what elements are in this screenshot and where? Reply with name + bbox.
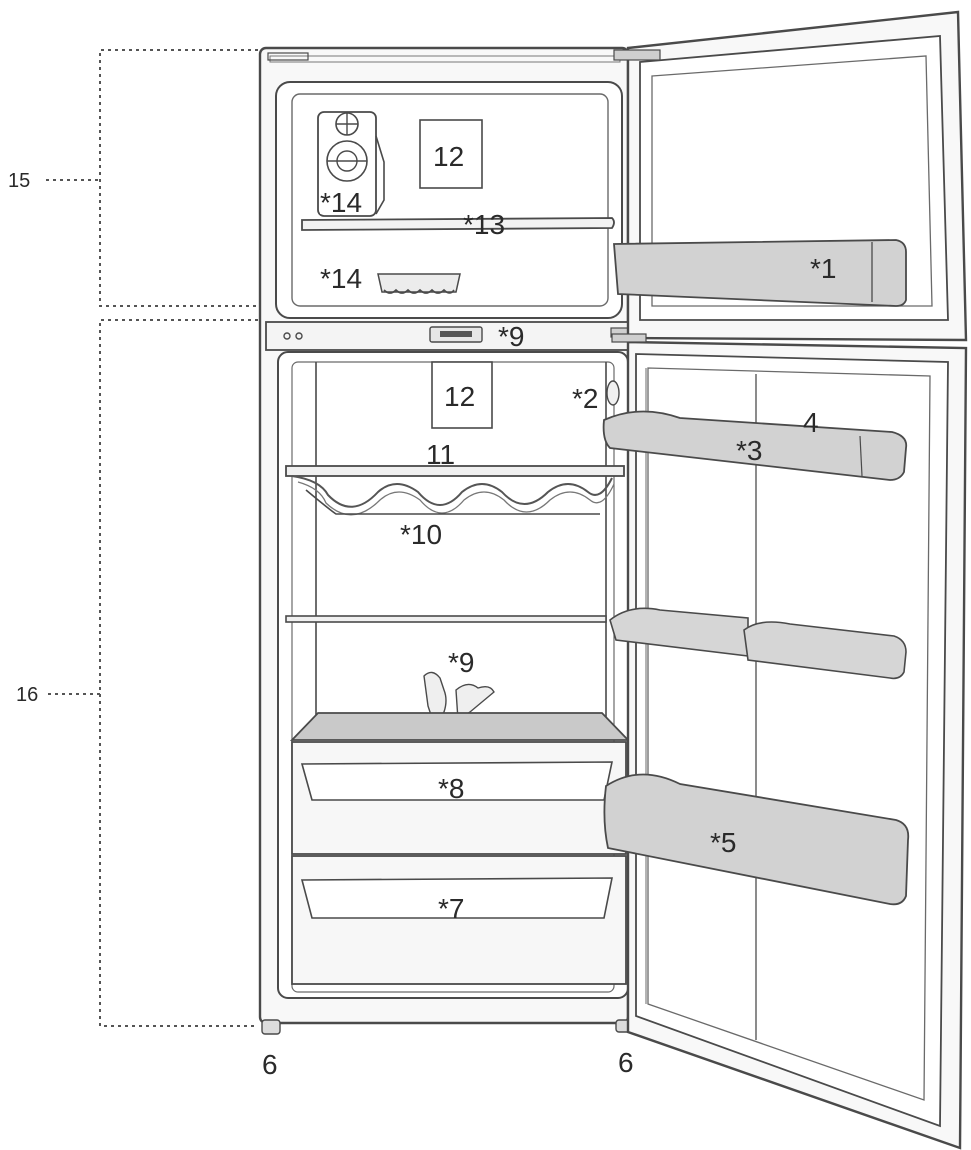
crisper-lower-label: *7	[438, 893, 464, 924]
fridge-door	[602, 333, 968, 1150]
fridge-interior	[277, 351, 631, 999]
feet	[261, 1019, 631, 1035]
lamp-label: *2	[572, 383, 598, 414]
foot-right-label: 6	[618, 1047, 634, 1078]
freezer-door	[613, 10, 968, 342]
foot-left-label: 6	[262, 1049, 278, 1080]
bottle-shelf-label: *5	[710, 827, 736, 858]
door-shelf-number-label: 4	[803, 407, 819, 438]
freezer-door-shelf-label: *1	[810, 253, 836, 284]
freezer-section-box	[419, 119, 483, 189]
wine-rack-label: *10	[400, 519, 442, 550]
glass-shelf-label: 11	[426, 439, 455, 470]
crisper-upper-label: *8	[438, 773, 464, 804]
fridge-section-box	[431, 361, 493, 429]
freezer-section-label: 12	[433, 141, 464, 172]
fridge-section-label: 12	[444, 381, 475, 412]
ice-tray-top-label: *14	[320, 187, 362, 218]
fridge-compartment-label: 16	[16, 684, 38, 706]
freezer-shelf-label: *13	[463, 209, 505, 240]
ice-tray-bottom-label: *14	[320, 263, 362, 294]
control-strip	[265, 321, 634, 351]
egg-holder-label: *9	[448, 647, 474, 678]
freezer-compartment-label: 15	[8, 170, 30, 192]
upper-door-shelf-label: *3	[736, 435, 762, 466]
thermostat-label: *9	[498, 321, 524, 352]
compartment-brackets	[46, 49, 258, 1027]
